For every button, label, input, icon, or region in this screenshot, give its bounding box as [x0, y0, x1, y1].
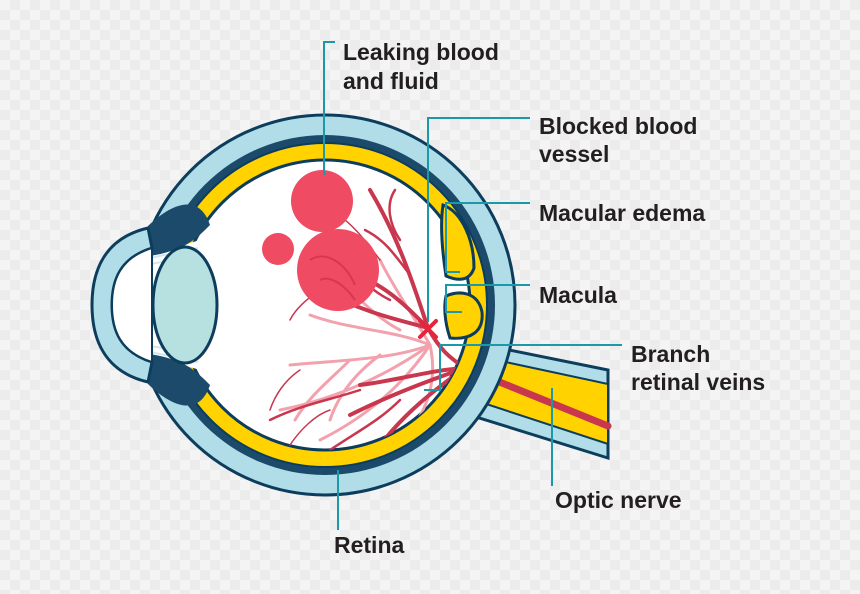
label-leaking-line1: Leaking blood — [343, 39, 499, 65]
leader-macula — [445, 284, 530, 313]
label-edema: Macular edema — [539, 200, 705, 226]
label-blocked-line2: vessel — [539, 141, 609, 167]
label-branch-line1: Branch — [631, 341, 710, 367]
leader-lines — [323, 41, 622, 530]
label-retina: Retina — [334, 532, 405, 558]
label-blocked-line1: Blocked blood — [539, 113, 697, 139]
leader-blocked — [427, 117, 530, 322]
label-branch-line2: retinal veins — [631, 369, 765, 395]
x-mark-icon — [418, 319, 438, 339]
hemorrhage-3 — [297, 229, 379, 311]
leader-branch — [424, 344, 622, 391]
leader-leaking — [323, 41, 335, 175]
hemorrhage-2 — [262, 233, 294, 265]
leader-edema — [445, 202, 530, 273]
hemorrhage-blobs — [262, 170, 379, 311]
label-optic: Optic nerve — [555, 487, 682, 513]
lens — [151, 245, 219, 365]
hemorrhage-1 — [291, 170, 353, 232]
label-leaking-line2: and fluid — [343, 68, 439, 94]
label-macula: Macula — [539, 282, 617, 308]
macular-edema-illustration — [440, 202, 484, 340]
labels: Leaking blood and fluid Blocked blood ve… — [334, 39, 765, 558]
